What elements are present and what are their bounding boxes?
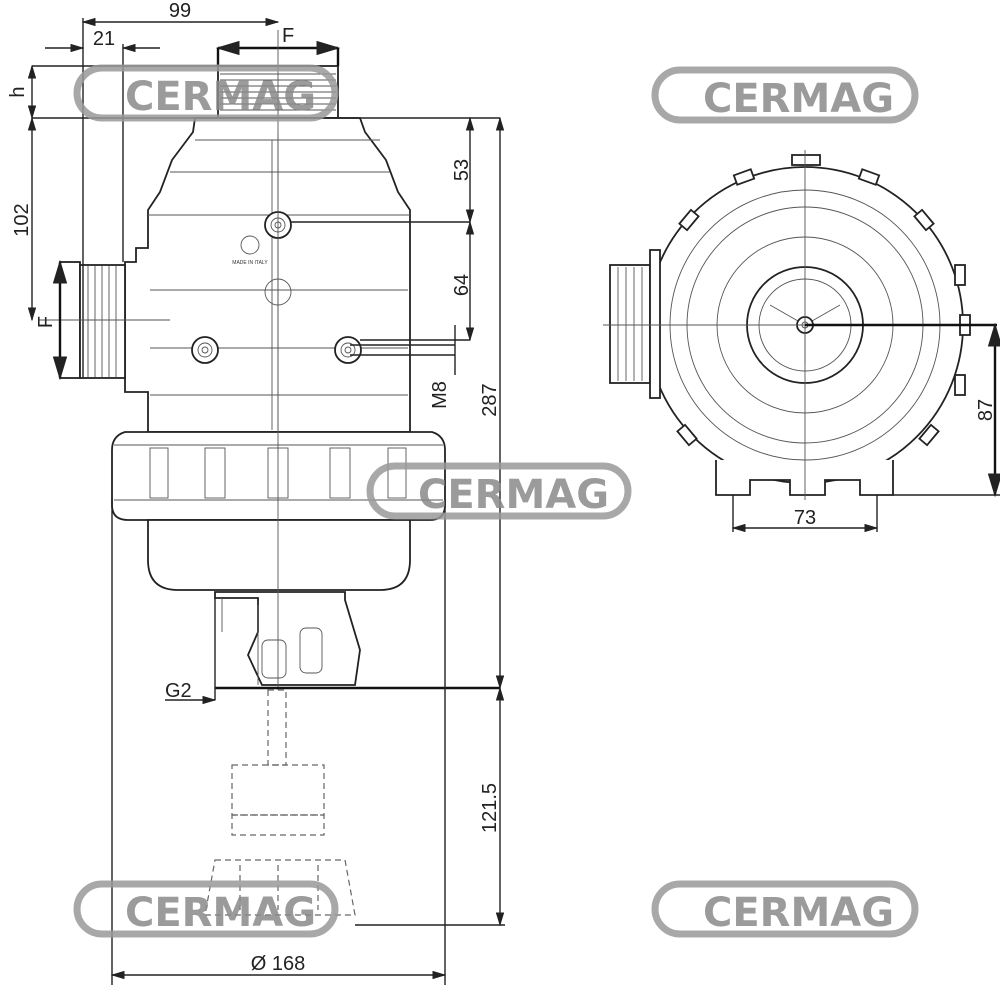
drain-g2-label: G2 xyxy=(165,680,192,702)
dim-53: 53 xyxy=(451,159,473,181)
thread-side-label: F xyxy=(35,316,57,328)
cermag-logo-top-right: CERMAG xyxy=(651,66,919,124)
dim-64: 64 xyxy=(451,274,473,296)
logo-text: CERMAG xyxy=(125,74,316,120)
front-dimensions: 99 21 F h 102 F 53 64 M8 287 G2 xyxy=(7,0,505,985)
cermag-logo-bottom-right: CERMAG xyxy=(651,880,919,938)
made-in-italy-label: MADE IN ITALY xyxy=(232,260,268,266)
filter-head xyxy=(124,117,411,433)
dim-99: 99 xyxy=(169,0,191,22)
bowl xyxy=(147,519,411,591)
logo-text: CERMAG xyxy=(125,890,316,936)
dim-121-5: 121.5 xyxy=(479,783,501,833)
bowl-ring xyxy=(111,431,446,521)
bolt-m8-label: M8 xyxy=(429,381,451,409)
top-view: 87 73 xyxy=(603,150,1000,533)
cermag-logo-bottom-left: CERMAG xyxy=(73,880,339,938)
dim-h: h xyxy=(7,86,29,97)
nut-right xyxy=(334,336,362,364)
dim-diameter-168: Ø 168 xyxy=(251,953,305,975)
dim-21: 21 xyxy=(93,28,115,50)
thread-top-label: F xyxy=(282,25,294,47)
logo-text: CERMAG xyxy=(703,76,894,122)
logo-text: CERMAG xyxy=(703,890,894,936)
dim-87: 87 xyxy=(975,399,997,421)
nut-left xyxy=(191,336,219,364)
dim-287: 287 xyxy=(479,383,501,416)
dim-102: 102 xyxy=(11,203,33,236)
cermag-logo-top-left: CERMAG xyxy=(73,64,339,122)
front-view: MADE IN ITALY xyxy=(59,65,446,916)
drain-valve xyxy=(214,591,361,686)
logo-text: CERMAG xyxy=(418,472,609,518)
dim-73: 73 xyxy=(794,507,816,529)
cermag-logo-center: CERMAG xyxy=(366,462,632,520)
